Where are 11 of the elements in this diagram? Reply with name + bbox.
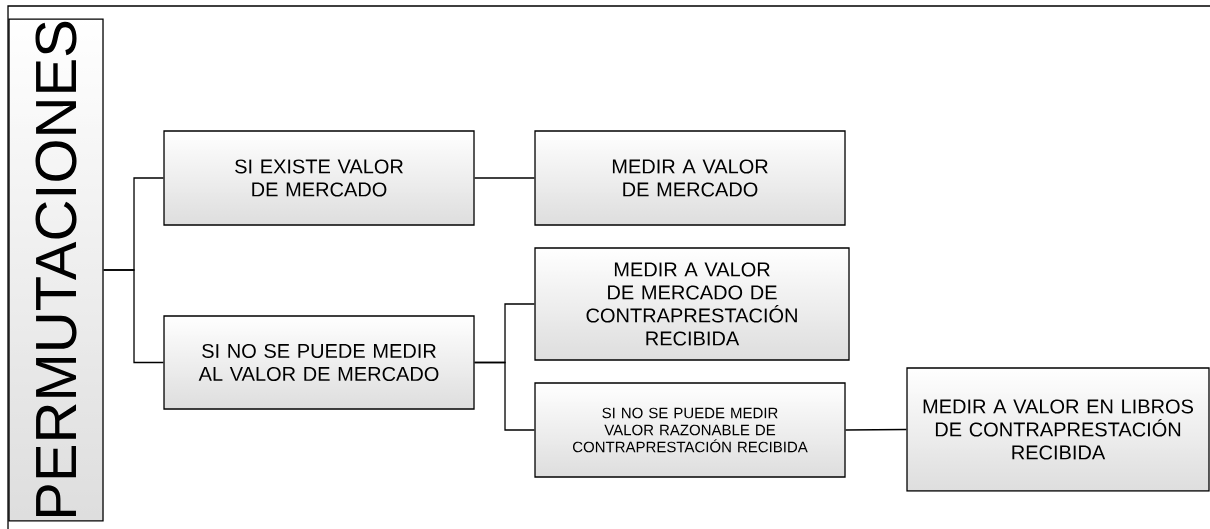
process-box: SI EXISTE VALOR DE MERCADO [163, 130, 475, 226]
title-box: PERMUTACIONES [8, 18, 104, 522]
process-box: SI NO SE PUEDE MEDIR VALOR RAZONABLE DE CONTRAPRESTACIÓN RECIBIDA [534, 382, 846, 478]
process-box: MEDIR A VALOR DE MERCADO DE CONTRAPRESTACIÓN RECIBIDA [534, 247, 850, 361]
process-box: SI NO SE PUEDE MEDIR AL VALOR DE MERCADO [163, 315, 475, 410]
connector [103, 269, 164, 364]
connector [474, 361, 535, 431]
process-box: MEDIR A VALOR EN LIBROS DE CONTRAPRESTACIÓN RECIBIDA [906, 367, 1210, 492]
connector [474, 177, 535, 179]
connector [845, 428, 907, 431]
process-box: MEDIR A VALOR DE MERCADO [534, 130, 846, 226]
